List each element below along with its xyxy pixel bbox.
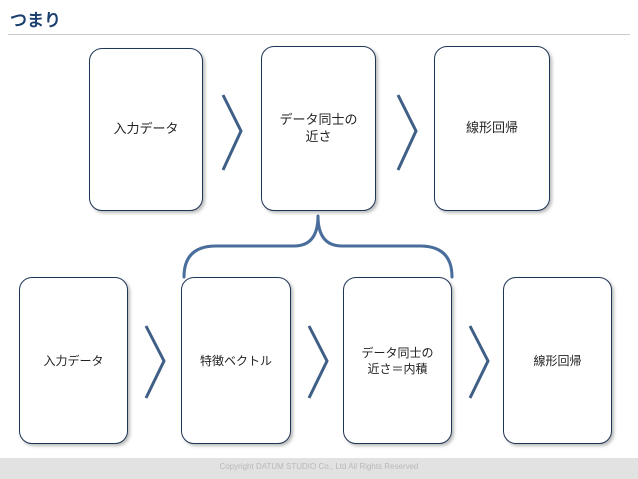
chevron-arrow-icon (144, 325, 166, 399)
bottom-box-linear-regression: 線形回帰 (503, 277, 612, 444)
chevron-arrow-icon (307, 325, 329, 399)
chevron-arrow-icon (221, 94, 243, 171)
top-box-data-proximity: データ同士の 近さ (261, 46, 376, 211)
footer-bar (0, 458, 638, 479)
top-box-input-data: 入力データ (89, 48, 203, 211)
chevron-arrow-icon (468, 325, 490, 399)
title-divider (8, 34, 630, 35)
top-box-linear-regression: 線形回帰 (434, 46, 550, 211)
bottom-box-inner-product: データ同士の 近さ＝内積 (343, 277, 452, 444)
bottom-box-feature-vector: 特徴ベクトル (181, 277, 291, 444)
chevron-arrow-icon (396, 94, 418, 171)
bottom-box-input-data: 入力データ (19, 277, 128, 444)
copyright-notice: Copyright DATUM STUDIO Co., Ltd All Righ… (219, 462, 419, 471)
curly-brace-icon (182, 214, 454, 279)
slide-title: つまり (10, 11, 61, 31)
